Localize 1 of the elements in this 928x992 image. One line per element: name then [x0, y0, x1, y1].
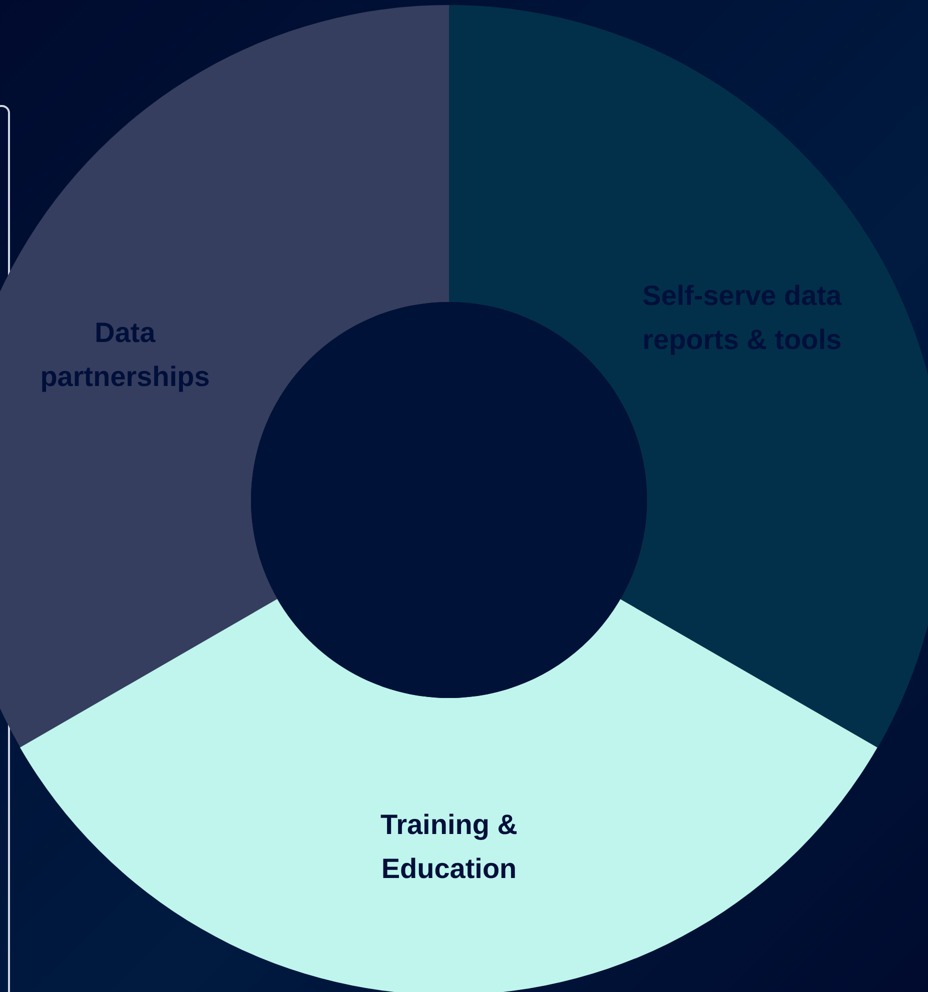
- segment-label: Training & Education: [380, 808, 518, 886]
